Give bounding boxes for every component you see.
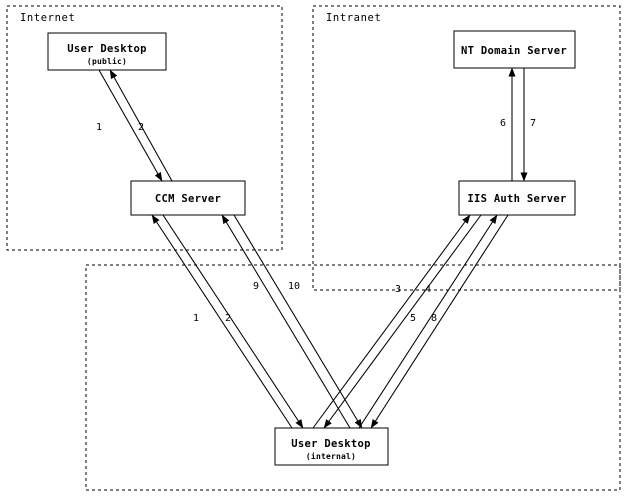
node-ccm-server[interactable]: CCM Server: [130, 180, 246, 216]
node-user-desktop-public[interactable]: User Desktop(public): [47, 32, 167, 71]
zone-boundary-intranet: [312, 5, 621, 291]
flow-line-flow-9: [221, 214, 351, 429]
node-box-ccm-server[interactable]: [130, 180, 246, 216]
node-nt-domain-server[interactable]: NT Domain Server: [453, 30, 576, 69]
node-user-desktop-internal[interactable]: User Desktop(internal): [274, 427, 389, 466]
flow-line-flow-4: [323, 214, 482, 429]
zone-boundary-internet: [6, 5, 283, 251]
zone-internal-lan: [85, 264, 621, 491]
flow-line-flow-1-internal: [151, 214, 293, 429]
node-label-user-desktop-internal: User Desktop: [291, 438, 370, 450]
node-box-user-desktop-internal[interactable]: [274, 427, 389, 466]
flow-line-flow-2-public: [109, 69, 173, 182]
node-sublabel-user-desktop-public: (public): [87, 56, 127, 66]
flow-number-flow-5: 5: [410, 313, 416, 324]
flows-layer: [98, 67, 528, 429]
node-box-user-desktop-public[interactable]: [47, 32, 167, 71]
flow-number-flow-7: 7: [530, 118, 536, 129]
flow-line-flow-3: [312, 214, 471, 429]
flow-number-flow-2-public: 2: [138, 122, 144, 133]
node-label-iis-auth-server: IIS Auth Server: [467, 193, 566, 205]
zone-intranet: Intranet: [312, 5, 621, 291]
flow-number-flow-2-internal: 2: [225, 313, 231, 324]
node-label-nt-domain-server: NT Domain Server: [461, 45, 567, 57]
flow-line-flow-1-public: [98, 69, 163, 182]
flow-number-flow-10: 10: [288, 281, 300, 292]
node-box-iis-auth-server[interactable]: [458, 180, 576, 216]
flow-labels-layer: 1 2 1 2 9 10 3 4 5 8 6 7: [96, 118, 536, 324]
flow-line-flow-5: [358, 214, 498, 429]
flow-number-flow-9: 9: [253, 281, 259, 292]
zone-label-internet: Internet: [20, 12, 75, 24]
zone-boundary-internal-lan: [85, 264, 621, 491]
flow-number-flow-1-internal: 1: [193, 313, 199, 324]
flow-number-flow-6: 6: [500, 118, 506, 129]
flow-number-flow-1-public: 1: [96, 122, 102, 133]
node-label-ccm-server: CCM Server: [155, 193, 221, 205]
flow-number-flow-4: 4: [425, 284, 431, 295]
zones-layer: Internet Intranet: [6, 5, 621, 491]
flow-number-flow-3: 3: [395, 284, 401, 295]
flow-line-flow-2-internal: [162, 214, 304, 429]
flow-line-flow-8: [370, 214, 509, 429]
node-iis-auth-server[interactable]: IIS Auth Server: [458, 180, 576, 216]
node-label-user-desktop-public: User Desktop: [67, 43, 146, 55]
zone-internet: Internet: [6, 5, 283, 251]
node-box-nt-domain-server[interactable]: [453, 30, 576, 69]
zone-label-intranet: Intranet: [326, 12, 381, 24]
node-sublabel-user-desktop-internal: (internal): [306, 451, 356, 461]
flow-line-flow-10: [233, 214, 363, 429]
flow-number-flow-8: 8: [431, 313, 437, 324]
